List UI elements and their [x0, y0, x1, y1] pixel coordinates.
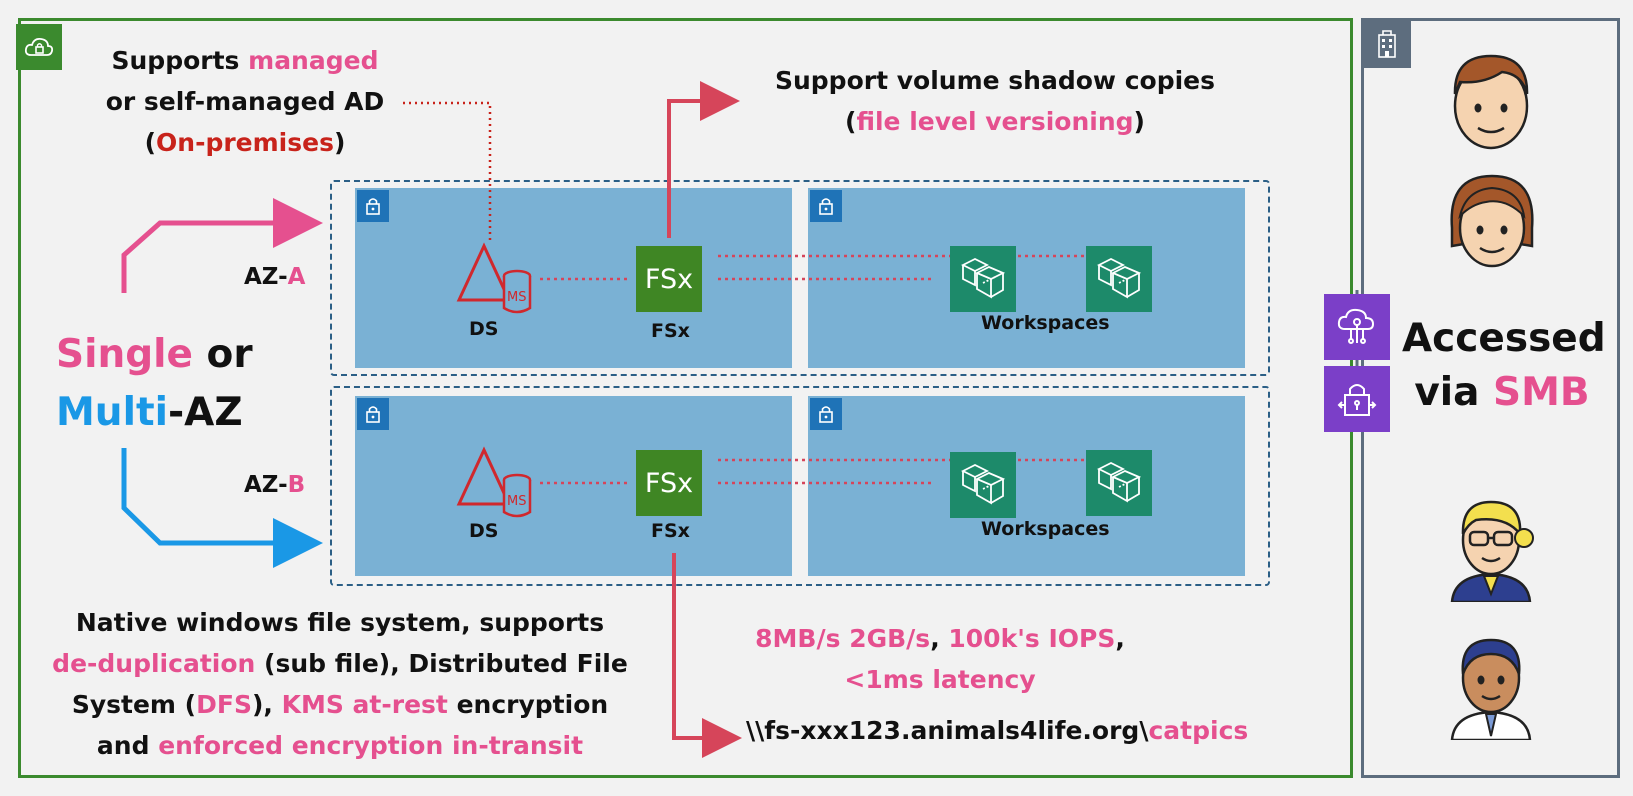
ad-support-note: Supports managed or self-managed AD (On-… — [105, 46, 385, 157]
ms-label: MS — [507, 290, 527, 305]
subnet-lock-icon — [810, 398, 842, 430]
workspaces-icon — [950, 246, 1016, 312]
subnet-lock-icon — [810, 190, 842, 222]
ds-label: DS — [469, 318, 499, 340]
shadow-copies-note: Support volume shadow copies (file level… — [774, 66, 1215, 136]
az-a-outline — [330, 180, 1270, 376]
subnet-az-b-right — [808, 396, 1245, 576]
deployment-type-label: Single or Multi-AZ — [56, 332, 253, 435]
cloud-gateway-icon — [1324, 294, 1390, 360]
user-avatar-icon — [1446, 494, 1536, 604]
vpc-lock-icon — [16, 24, 62, 70]
fsx-label: FSx — [651, 320, 690, 342]
ms-label: MS — [507, 494, 527, 509]
vpn-gateway-icon — [1324, 366, 1390, 432]
share-path: \\fs-xxx123.animals4life.org\catpics — [746, 716, 1249, 745]
workspaces-icon — [1086, 450, 1152, 516]
subnet-lock-icon — [357, 190, 389, 222]
workspaces-icon — [950, 452, 1016, 518]
building-icon — [1363, 20, 1411, 68]
az-b-outline — [330, 386, 1270, 586]
performance-note: 8MB/s 2GB/s, 100k's IOPS, <1ms latency — [755, 624, 1125, 694]
workspaces-label: Workspaces — [981, 312, 1110, 334]
workspaces-icon — [1086, 246, 1152, 312]
subnet-az-b-left — [355, 396, 792, 576]
access-note: Accessed via SMB — [1402, 316, 1606, 415]
features-note: Native windows file system, supports de-… — [52, 608, 628, 760]
ds-label: DS — [469, 520, 499, 542]
workspaces-label: Workspaces — [981, 518, 1110, 540]
directory-service-icon: MS — [455, 444, 535, 520]
az-b-label: AZ-B — [244, 472, 306, 498]
az-a-label: AZ-A — [244, 264, 306, 290]
fsx-icon: FSx — [636, 246, 702, 312]
user-avatar-icon — [1446, 168, 1538, 274]
user-avatar-icon — [1446, 48, 1536, 152]
fsx-label: FSx — [651, 520, 690, 542]
fsx-icon: FSx — [636, 450, 702, 516]
user-avatar-icon — [1446, 632, 1536, 742]
directory-service-icon: MS — [455, 240, 535, 316]
subnet-lock-icon — [357, 398, 389, 430]
